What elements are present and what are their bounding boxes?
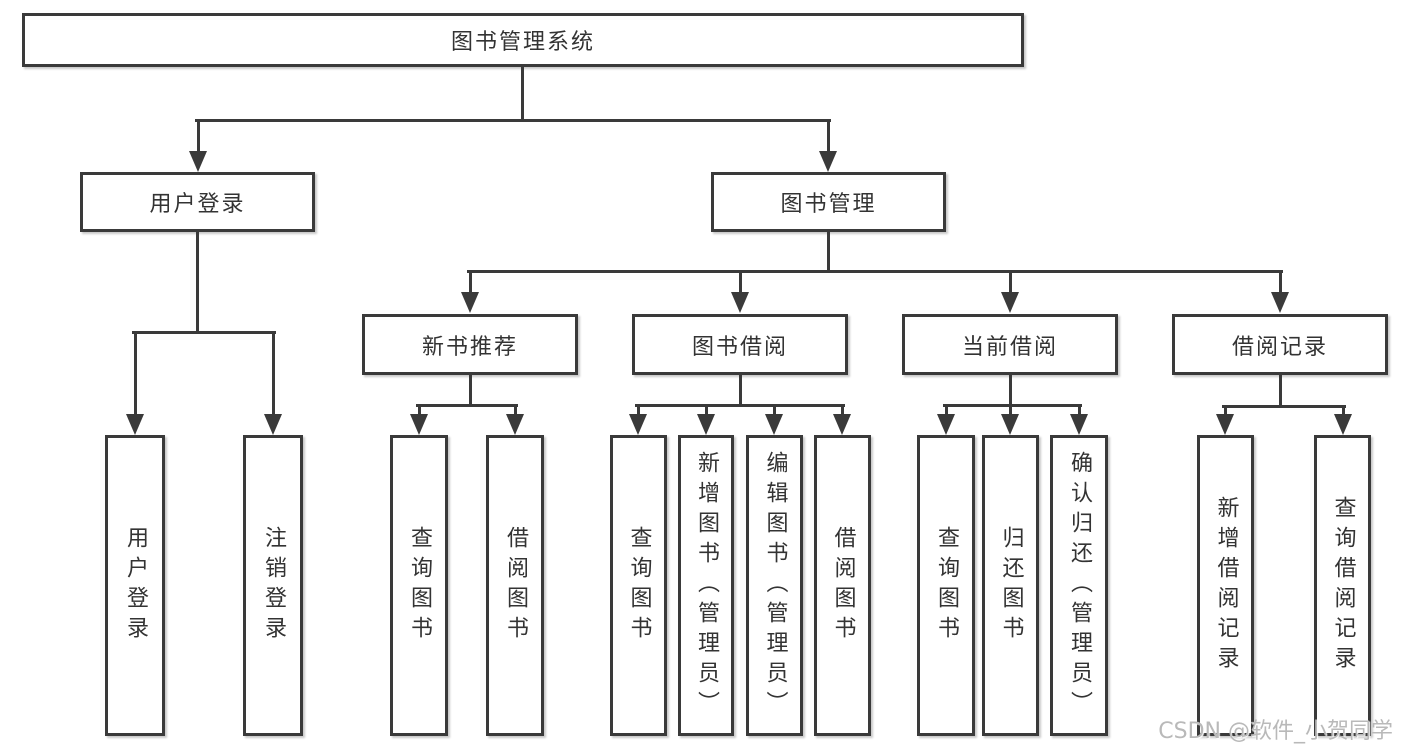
node-user-login-branch: 用户登录 [80,172,315,232]
arrowhead-down-icon [410,414,428,435]
connector-line [416,404,518,407]
arrowhead-down-icon [731,292,749,313]
node-book-borrowing: 图书借阅 [632,314,848,375]
arrowhead-down-icon [461,292,479,313]
node-label: 查询图书 [934,525,959,646]
connector-line [1009,404,1012,417]
node-current-borrowing: 当前借阅 [902,314,1118,375]
connector-line [635,404,845,407]
arrowhead-down-icon [1070,414,1088,435]
node-user-login-leaf: 用户登录 [105,435,165,736]
node-book-management: 图书管理 [711,172,946,232]
connector-line [1279,270,1282,295]
node-confirm-return-admin: 确认归还（管理员） [1050,435,1108,736]
arrowhead-down-icon [697,414,715,435]
node-borrowing-records: 借阅记录 [1172,314,1388,375]
node-logout: 注销登录 [243,435,303,736]
connector-line [943,404,1082,407]
connector-line [196,230,199,333]
node-label: 图书管理 [780,192,877,217]
connector-line [469,374,472,406]
connector-line [521,66,524,121]
connector-line [773,404,776,417]
node-label: 归还图书 [998,525,1024,646]
node-label: 借阅图书 [503,525,528,646]
node-label: 查询图书 [626,525,652,646]
node-add-borrow-record: 新增借阅记录 [1197,435,1254,736]
arrowhead-down-icon [1271,292,1289,313]
arrowhead-down-icon [506,414,524,435]
arrowhead-down-icon [264,414,282,435]
node-query-books-recommend: 查询图书 [390,435,448,736]
connector-line [1279,374,1282,407]
node-label: 借阅图书 [830,525,856,646]
connector-line [841,404,844,417]
connector-line [469,270,472,295]
connector-line [272,331,275,416]
connector-line [1222,405,1346,408]
arrowhead-down-icon [629,414,647,435]
connector-line [1342,405,1345,417]
arrowhead-down-icon [1334,414,1352,435]
connector-line [1009,270,1012,295]
connector-line [945,404,948,417]
connector-line [705,404,708,417]
node-label: 图书借阅 [691,334,788,360]
arrowhead-down-icon [819,151,837,172]
node-new-book-recommendation: 新书推荐 [362,314,578,375]
node-label: 查询借阅记录 [1330,495,1356,676]
node-edit-books-admin: 编辑图书（管理员） [746,435,803,736]
connector-line [827,230,830,272]
arrowhead-down-icon [833,414,851,435]
connector-line [827,119,830,154]
node-query-borrow-record: 查询借阅记录 [1314,435,1371,736]
connector-line [195,119,831,122]
arrowhead-down-icon [937,414,955,435]
node-label: 确认归还（管理员） [1067,450,1092,721]
connector-line [197,119,200,154]
arrowhead-down-icon [1216,414,1234,435]
connector-line [1224,405,1227,417]
node-label: 用户登录 [149,192,246,217]
node-label: 新增借阅记录 [1213,495,1239,676]
node-borrow-books-recommend: 借阅图书 [486,435,544,736]
node-query-books-current: 查询图书 [917,435,975,736]
node-label: 注销登录 [261,525,286,646]
node-query-books-borrowing: 查询图书 [610,435,667,736]
node-label: 图书管理系统 [450,30,595,55]
arrowhead-down-icon [1001,414,1019,435]
arrowhead-down-icon [126,414,144,435]
node-add-books-admin: 新增图书（管理员） [678,435,734,736]
watermark: CSDN @软件_小贺同学 [1158,719,1393,744]
connector-line [1078,404,1081,417]
node-label: 用户登录 [123,525,148,646]
node-library-management-system: 图书管理系统 [22,13,1024,67]
connector-line [418,404,421,417]
node-label: 编辑图书（管理员） [762,450,788,721]
node-borrow-books-borrowing: 借阅图书 [814,435,871,736]
connector-line [739,374,742,406]
connector-line [134,331,137,416]
connector-line [1009,374,1012,406]
connector-line [739,270,742,295]
connector-line [132,331,276,334]
node-label: 新增图书（管理员） [694,450,719,721]
node-label: 借阅记录 [1231,334,1328,360]
node-label: 当前借阅 [961,334,1058,360]
node-label: 查询图书 [407,525,432,646]
connector-line [514,404,517,417]
connector-line [467,270,1283,273]
arrowhead-down-icon [1001,292,1019,313]
node-return-books: 归还图书 [982,435,1039,736]
connector-line [637,404,640,417]
arrowhead-down-icon [189,151,207,172]
arrowhead-down-icon [765,414,783,435]
node-label: 新书推荐 [421,334,518,360]
